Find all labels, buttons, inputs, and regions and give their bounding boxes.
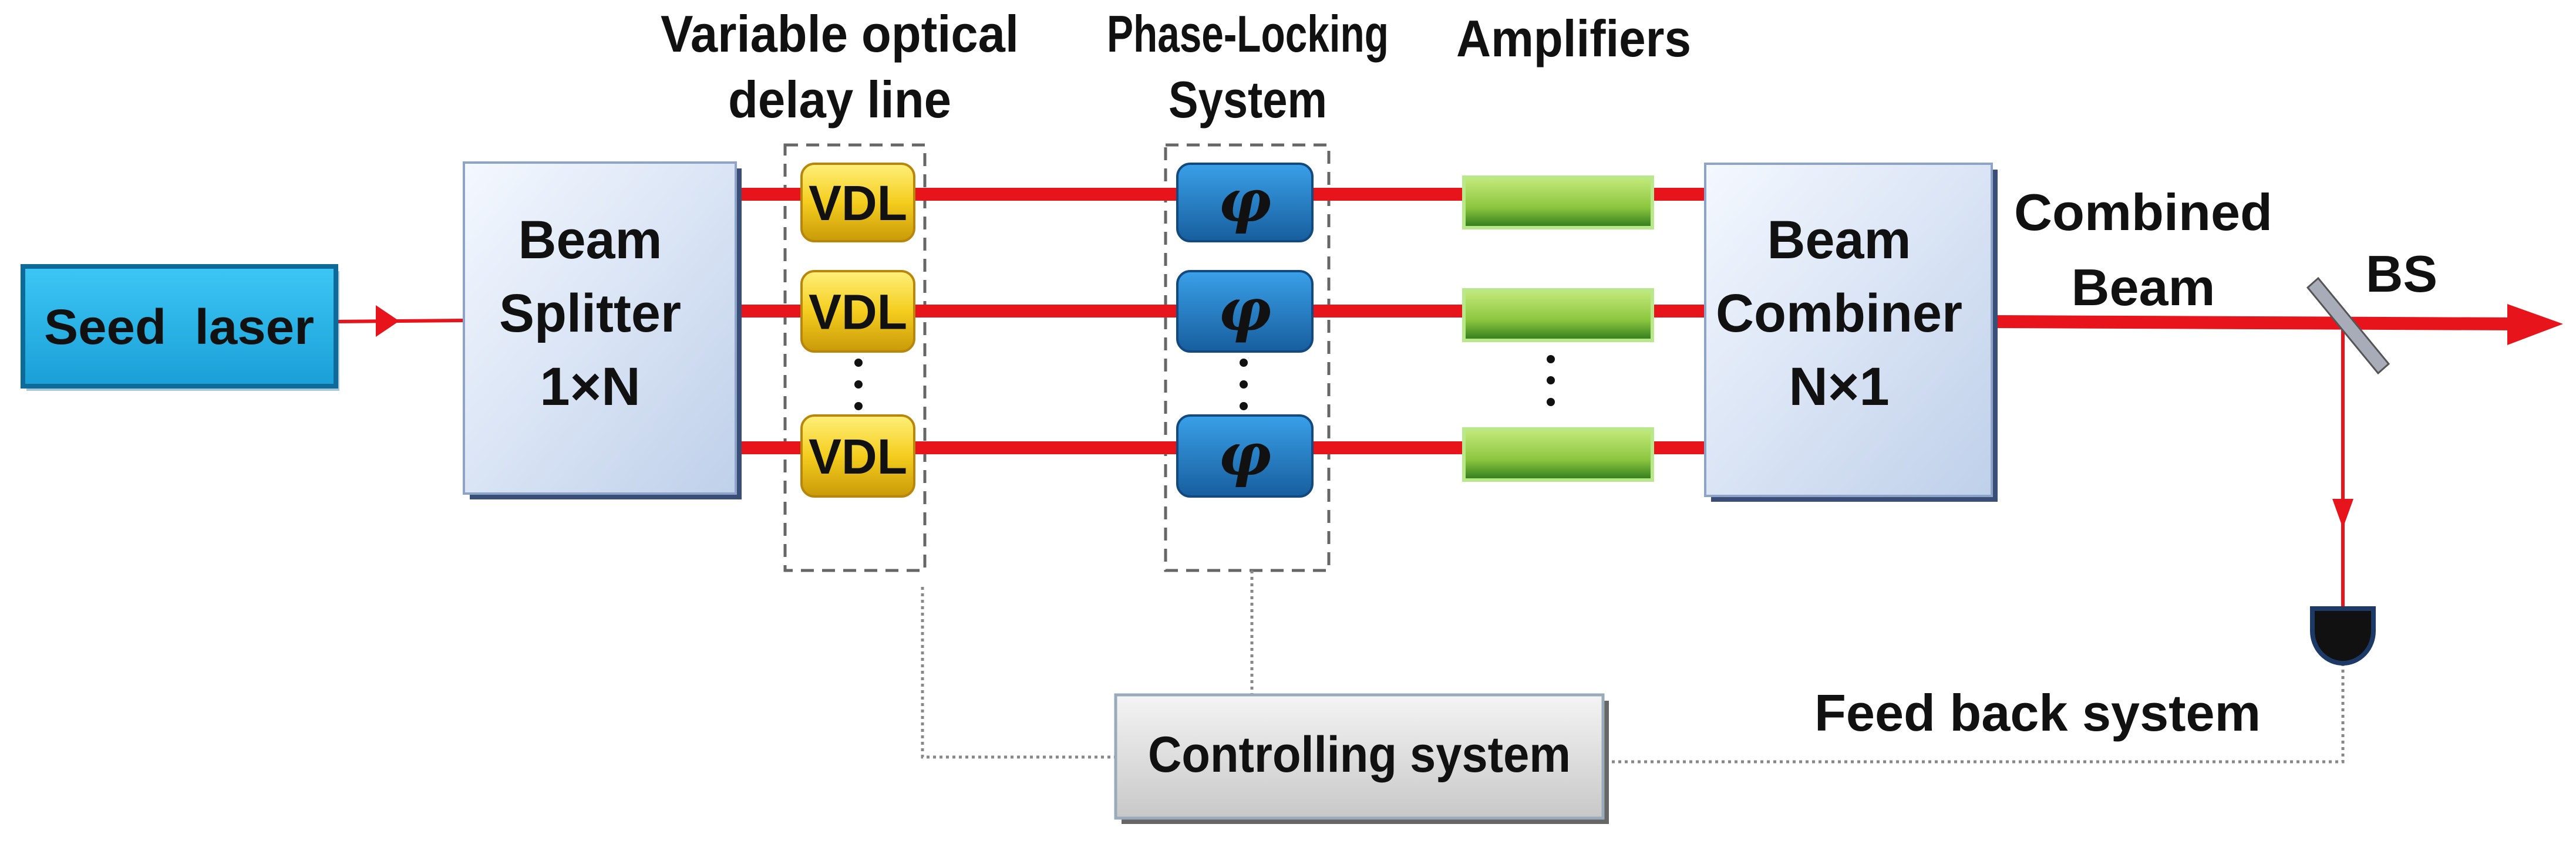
photodetector-icon (2310, 606, 2376, 666)
vdl-module[interactable]: VDL (800, 163, 915, 242)
vdl-label: VDL (809, 429, 907, 484)
feedback-label: Feed back system (1814, 684, 2261, 742)
vdl-module[interactable]: VDL (800, 270, 915, 353)
vdl-module[interactable]: VDL (800, 414, 915, 498)
combiner-label-2: Combiner (1716, 283, 1962, 343)
amplifier[interactable] (1462, 427, 1654, 482)
vdl-title-line1: Variable optical (661, 5, 1019, 63)
vdl-ellipsis (854, 359, 863, 410)
combiner-label-3: N×1 (1789, 357, 1889, 417)
controlling-system-block[interactable]: Controlling system (1114, 693, 1609, 824)
seed-beam (335, 319, 464, 323)
vdl-control-line (921, 587, 1116, 759)
splitter-label-3: 1×N (540, 357, 640, 417)
combined-beam-line2: Beam (2072, 258, 2215, 316)
amp-ellipsis (1547, 355, 1555, 406)
phase-symbol: φ (1218, 420, 1271, 489)
phase-modulator[interactable]: φ (1176, 414, 1314, 498)
sample-beam-arrow (2332, 499, 2353, 528)
feedback-line (1603, 663, 2345, 764)
beam-combiner-block[interactable]: Beam Combiner N×1 (1704, 163, 1998, 502)
vdl-title-line2: delay line (728, 70, 951, 129)
vdl-label: VDL (809, 285, 907, 340)
combiner-label-1: Beam (1767, 210, 1911, 270)
seed-laser-label: Seed laser (44, 299, 314, 354)
seed-beam-arrow (376, 305, 399, 337)
amplifiers-title: Amplifiers (1456, 9, 1691, 67)
phase-symbol: φ (1218, 275, 1271, 344)
splitter-label-1: Beam (518, 210, 662, 270)
beam-splitter-mirror (2306, 276, 2390, 375)
phase-modulator[interactable]: φ (1176, 270, 1314, 353)
phase-ellipsis (1240, 359, 1248, 410)
vdl-label: VDL (809, 175, 907, 231)
bs-label: BS (2366, 245, 2437, 303)
pls-title-line1: Phase-Locking (1107, 5, 1389, 63)
combined-beam (1991, 315, 2520, 330)
pls-title-line2: System (1169, 70, 1327, 129)
beam-splitter-block[interactable]: Beam Splitter 1×N (463, 161, 742, 499)
phase-modulator[interactable]: φ (1176, 163, 1314, 242)
splitter-label-2: Splitter (499, 283, 681, 343)
phase-symbol: φ (1218, 166, 1271, 235)
combined-beam-arrow (2507, 304, 2563, 345)
seed-laser-block[interactable]: Seed laser (21, 264, 339, 391)
amplifier[interactable] (1462, 175, 1654, 229)
combined-beam-line1: Combined (2014, 183, 2272, 241)
vdl-group-box (783, 143, 927, 572)
amplifier[interactable] (1462, 288, 1654, 342)
controlling-system-label: Controlling system (1148, 727, 1571, 783)
